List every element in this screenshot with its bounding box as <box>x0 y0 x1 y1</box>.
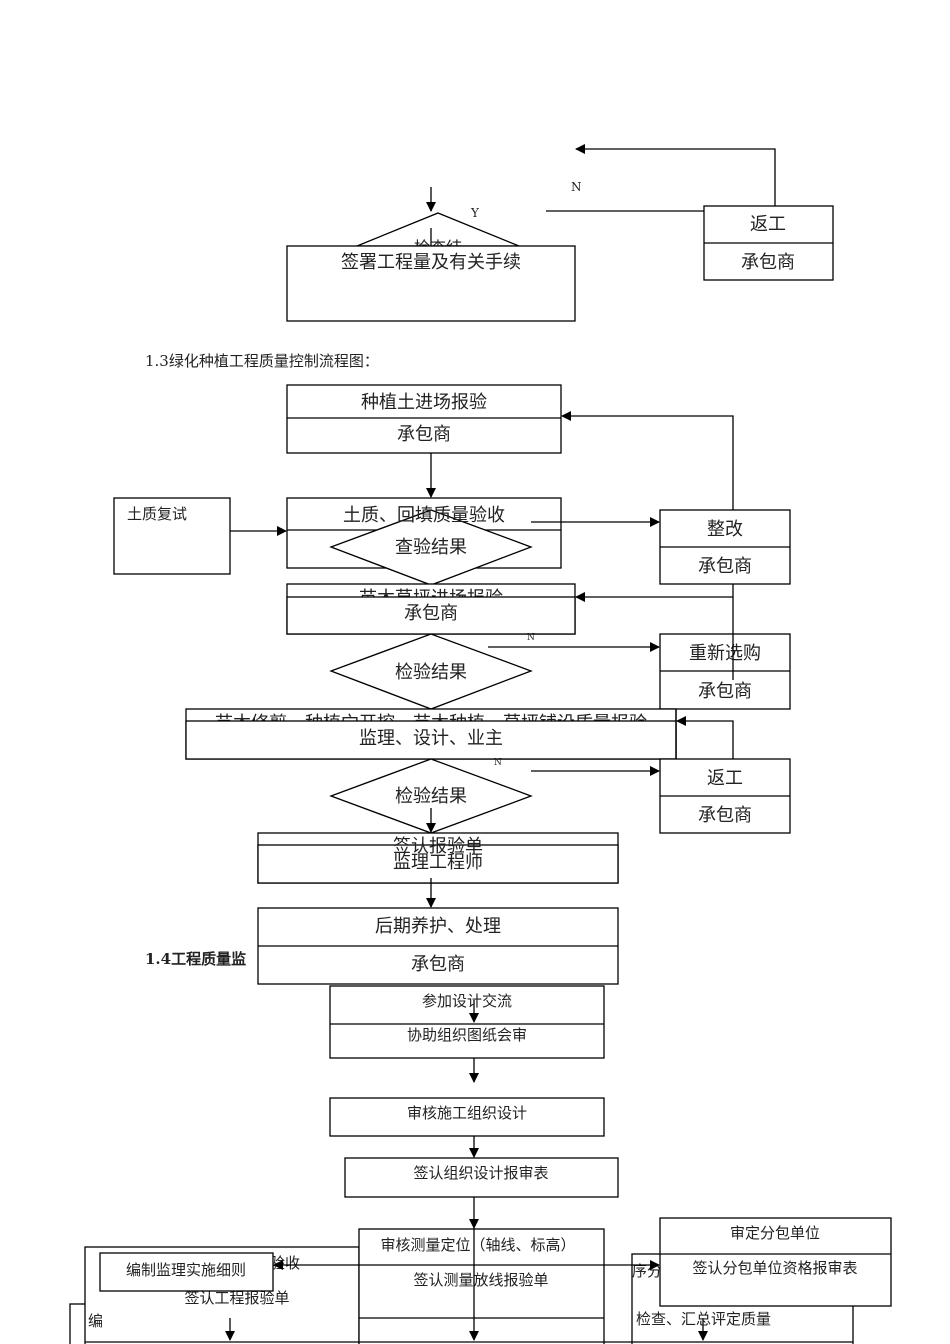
rectify-box: 整改 承包商 <box>659 509 791 585</box>
soil-entry-party: 承包商 <box>397 424 451 445</box>
supervision-rules-text: 编制监理实施细则 <box>126 1261 246 1279</box>
review-construction-design-text: 审核施工组织设计 <box>407 1104 527 1122</box>
rework-party: 承包商 <box>741 252 795 273</box>
survey-box <box>358 1228 605 1344</box>
seedling-entry-party: 承包商 <box>404 603 458 624</box>
design-exchange-text: 参加设计交流 <box>422 992 512 1010</box>
rework-party: 承包商 <box>698 805 752 826</box>
rework-action: 返工 <box>707 768 743 789</box>
soil-entry-action: 种植土进场报验 <box>361 392 487 413</box>
rework-action: 返工 <box>750 214 786 235</box>
sign-project-report-text: 签认工程报验单 <box>184 1289 289 1307</box>
rework-box: 返工 承包商 <box>703 205 834 281</box>
drawing-review-text: 协助组织图纸会审 <box>407 1026 527 1044</box>
section-1-4-caption: 1.4工程质量监 <box>145 950 246 968</box>
subcontractor-form-text: 签认分包单位资格报审表 <box>692 1259 857 1277</box>
return-arrow <box>561 411 734 510</box>
sign-design-form-box <box>344 1157 619 1198</box>
soil-retest-text: 土质复试 <box>127 505 187 523</box>
rectify-action: 整改 <box>707 519 743 540</box>
no-label: N <box>571 180 582 194</box>
supervision-rules-box <box>99 1252 274 1292</box>
return-arrow <box>676 716 734 759</box>
planting-inspection-box: 苗木修剪、种植穴开挖、苗木种植、草坪铺设质量报验 监理、设计、业主 <box>185 708 677 760</box>
sign-report-action: 签认报验单 <box>393 836 483 857</box>
no-label: N <box>527 633 535 643</box>
maintenance-box: 后期养护、处理 承包商 <box>257 907 619 985</box>
sign-report-party: 监理工程师 <box>393 852 483 873</box>
decision-2-text: 检验结果 <box>395 662 467 683</box>
soil-entry-box: 种植土进场报验 承包商 <box>286 384 562 454</box>
design-exchange-box: 参加设计交流 协助组织图纸会审 <box>329 985 605 1059</box>
review-construction-design-box <box>329 1097 605 1137</box>
yes-label: Y <box>470 206 480 220</box>
rework-box-2: 返工 承包商 <box>659 758 791 834</box>
sign-quantities-text: 签署工程量及有关手续 <box>341 252 521 273</box>
sign-report-box: 监理工程师 <box>257 832 619 884</box>
maintenance-party: 承包商 <box>411 954 465 975</box>
sign-design-form-text: 签认组织设计报审表 <box>413 1164 548 1182</box>
survey-sign-text: 签认测量放线报验单 <box>413 1271 548 1289</box>
soil-retest-box <box>113 497 231 575</box>
subcontractor-box: 审定分包单位 签认分包单位资格报审表 <box>659 1217 892 1307</box>
left-clipped-text: 编 <box>88 1312 103 1330</box>
return-arrow <box>575 144 776 206</box>
maintenance-action: 后期养护、处理 <box>375 916 501 937</box>
subcontractor-review-text: 审定分包单位 <box>730 1224 820 1242</box>
decision-1-text: 查验结果 <box>395 537 467 558</box>
repurchase-party: 承包商 <box>698 681 752 702</box>
no-label: N <box>494 758 502 768</box>
return-arrow <box>575 584 734 602</box>
acceptance-text: 验收 <box>270 1254 300 1272</box>
sign-quantities-box <box>286 245 576 322</box>
decision-3-text: 检验结果 <box>395 786 467 807</box>
survey-review-text: 审核测量定位（轴线、标高） <box>380 1236 575 1254</box>
top-flow: 检查结 Y N 返工 承包商 签署工程量及有关手续 <box>286 144 834 322</box>
seedling-entry-box: 苗木草坪进场报验 承包商 <box>286 583 576 635</box>
planting-inspection-party: 监理、设计、业主 <box>359 728 503 749</box>
section-1-3-caption: 1.3绿化种植工程质量控制流程图： <box>145 352 379 370</box>
foreground-text-layer: 土质、回填质量验收 签认报验单 编 检查、汇总评定质量 <box>88 505 771 1330</box>
repurchase-action: 重新选购 <box>689 643 761 664</box>
soil-acceptance-text: 土质、回填质量验收 <box>343 505 505 526</box>
repurchase-box: 重新选购 承包商 <box>659 633 791 710</box>
rectify-party: 承包商 <box>698 556 752 577</box>
quality-summary-text: 检查、汇总评定质量 <box>636 1310 771 1328</box>
